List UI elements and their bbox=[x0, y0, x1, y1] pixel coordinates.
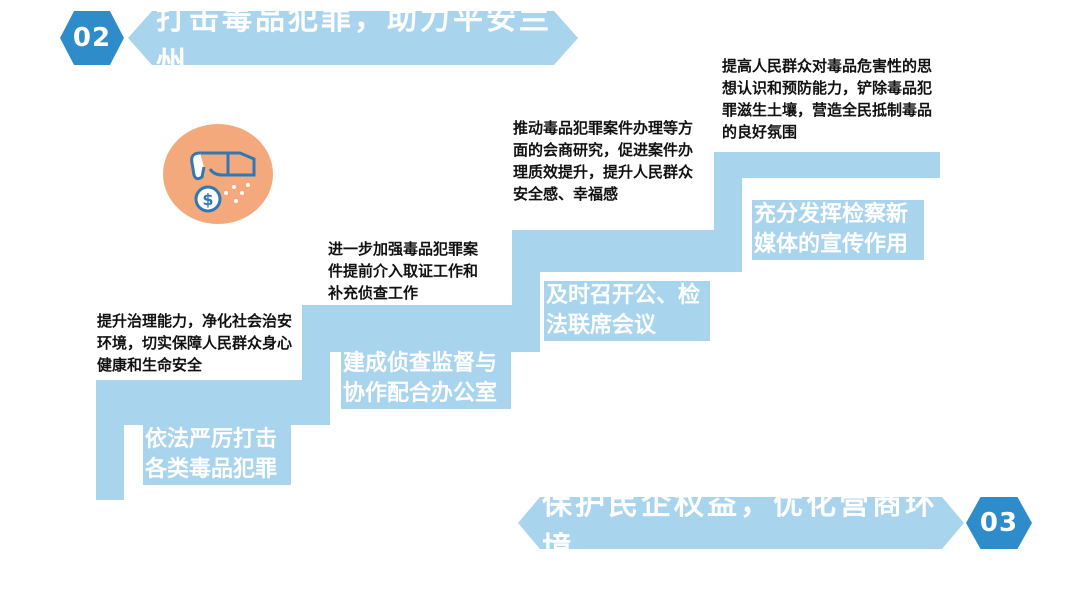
hand-dropping-coin-icon: $ bbox=[162, 123, 274, 225]
header-ribbon: 打击毒品犯罪，助力平安兰州 bbox=[128, 11, 578, 65]
footer-number-badge: 03 bbox=[966, 497, 1032, 549]
step-4-action: 充分发挥检察新媒体的宣传作用 bbox=[752, 200, 924, 260]
step-3-effect: 推动毒品犯罪案件办理等方面的会商研究，促进案件办理质效提升，提升人民群众安全感、… bbox=[513, 119, 694, 203]
footer-ribbon: 保护民企权益，优化营商环境 bbox=[518, 497, 964, 549]
header-number: 02 bbox=[72, 23, 112, 53]
header-number-badge: 02 bbox=[60, 11, 124, 65]
svg-text:$: $ bbox=[202, 190, 213, 209]
step-4-effect: 提高人民群众对毒品危害性的思想认识和预防能力，铲除毒品犯罪滋生土壤，营造全民抵制… bbox=[722, 57, 933, 141]
step-3-action: 及时召开公、检法联席会议 bbox=[544, 281, 710, 341]
step-1-effect: 提升治理能力，净化社会治安环境，切实保障人民群众身心健康和生命安全 bbox=[97, 312, 293, 374]
footer-number: 03 bbox=[979, 508, 1019, 538]
stair-path bbox=[96, 152, 940, 500]
step-2-action: 建成侦查监督与协作配合办公室 bbox=[341, 349, 511, 409]
step-1-action: 依法严厉打击各类毒品犯罪 bbox=[143, 425, 291, 485]
step-2-effect: 进一步加强毒品犯罪案件提前介入取证工作和补充侦查工作 bbox=[328, 240, 479, 302]
